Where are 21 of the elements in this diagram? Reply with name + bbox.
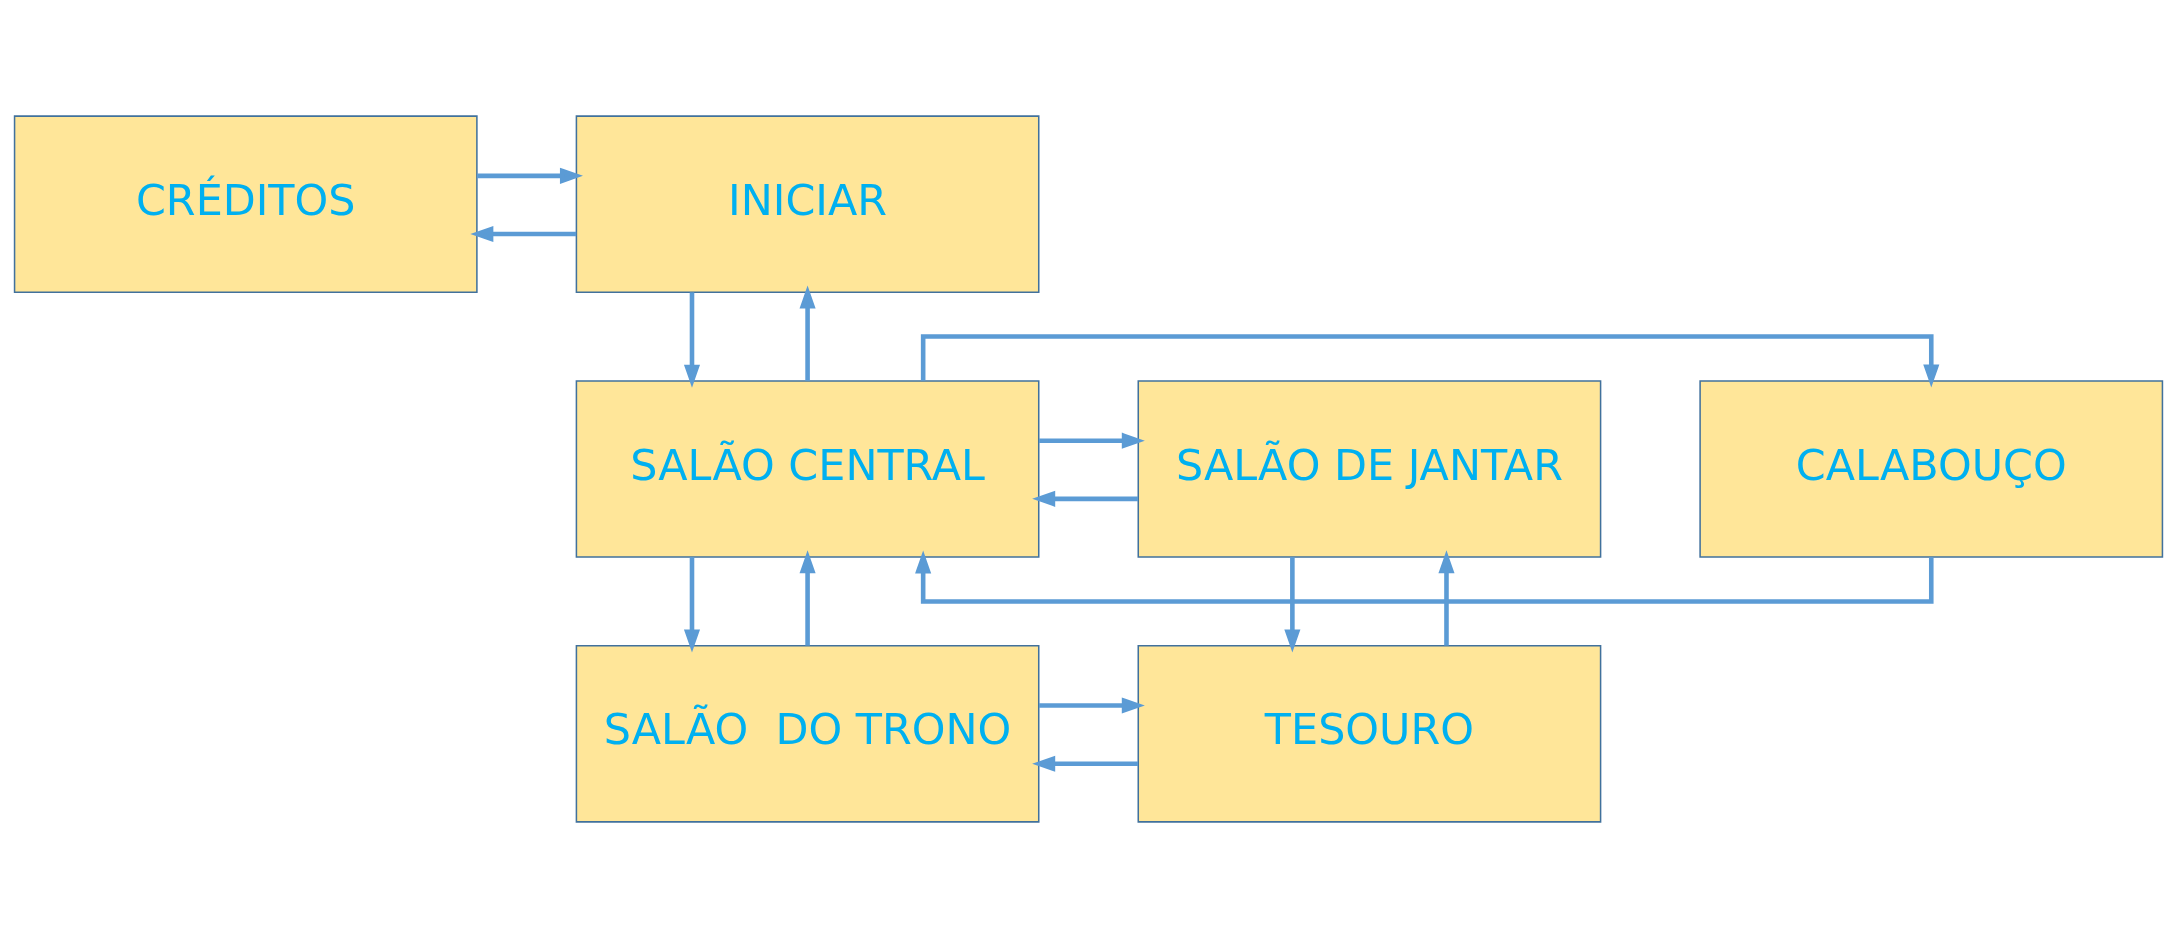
arrow — [1038, 696, 1145, 714]
node-box: CALABOUÇO — [1699, 379, 2164, 558]
node-box: SALÃO CENTRAL — [575, 379, 1040, 558]
arrow — [1032, 490, 1139, 507]
arrow — [683, 556, 701, 653]
node-box: CRÉDITOS — [13, 114, 478, 293]
arrow — [1038, 432, 1145, 449]
arrow — [683, 291, 701, 388]
arrow — [1438, 549, 1455, 646]
node-box: TESOURO — [1137, 644, 1602, 823]
arrow — [799, 549, 816, 646]
arrow — [470, 225, 577, 242]
node-box: SALÃO DE JANTAR — [1137, 379, 1602, 558]
arrow — [799, 284, 816, 381]
arrow — [1032, 755, 1139, 772]
arrow — [477, 167, 583, 184]
arrow — [920, 333, 1940, 388]
arrow — [1284, 556, 1301, 653]
node-box: INICIAR — [575, 114, 1040, 293]
arrow — [915, 549, 1934, 604]
node-box: SALÃO DO TRONO — [575, 644, 1040, 823]
